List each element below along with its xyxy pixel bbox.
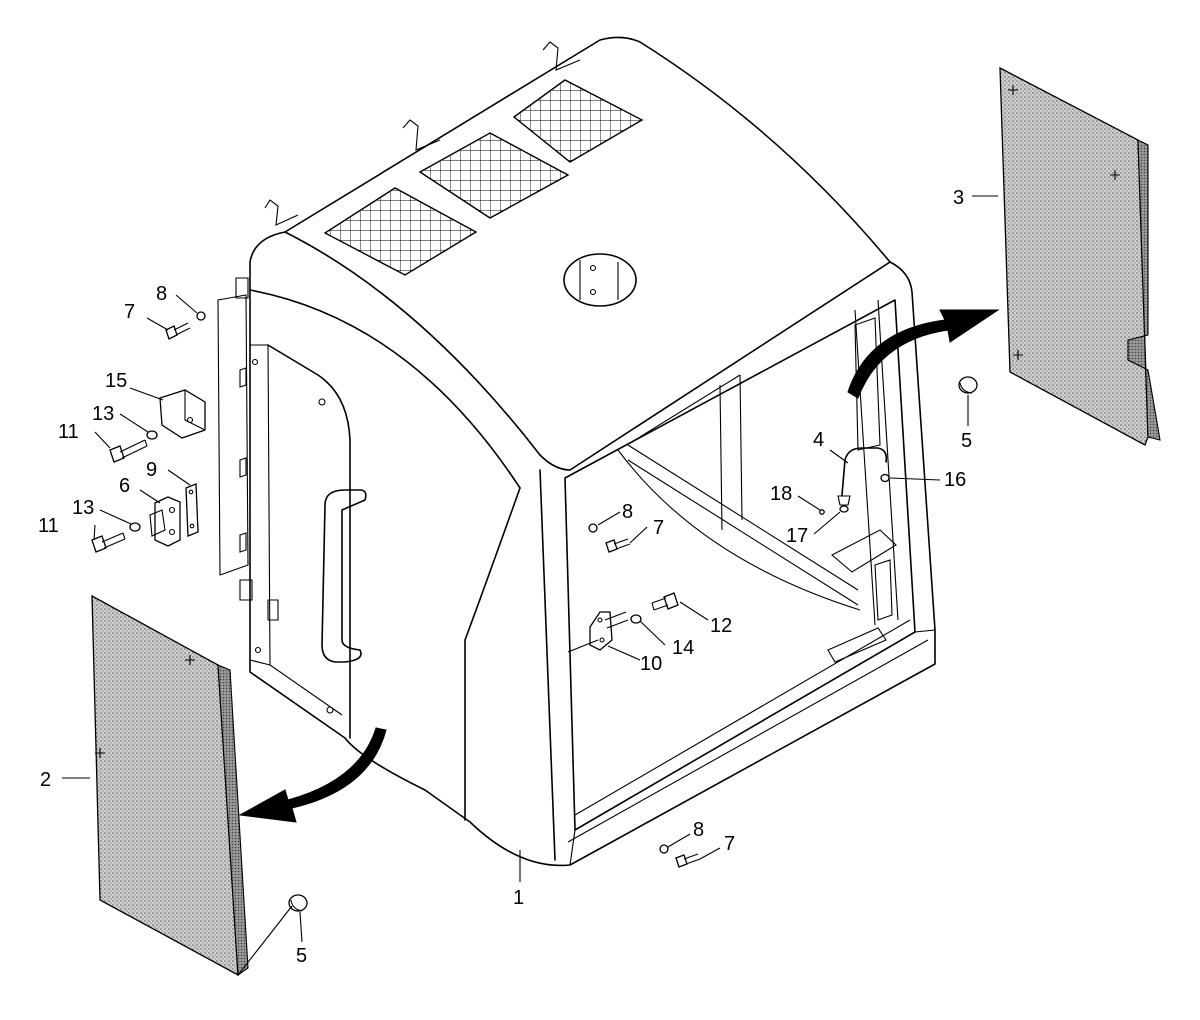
callout-7-upper-left: 7 xyxy=(124,301,135,323)
callout-9: 9 xyxy=(146,459,157,481)
callout-10: 10 xyxy=(640,653,662,675)
leader-lines xyxy=(62,195,998,976)
clip-16 xyxy=(880,473,890,483)
nut-8-bottom xyxy=(659,844,669,854)
washer-17 xyxy=(839,505,849,513)
callout-11-upper: 11 xyxy=(58,421,79,443)
callout-6: 6 xyxy=(119,475,130,497)
fastener-5-left xyxy=(288,894,308,912)
pin-4 xyxy=(837,447,888,506)
callout-8-bottom: 8 xyxy=(693,819,704,841)
washer-13-lower xyxy=(129,522,141,532)
plate-assembly xyxy=(217,294,249,576)
nut-8-middle xyxy=(588,523,598,533)
panel-2 xyxy=(91,594,249,977)
bolt-11-lower xyxy=(91,532,126,553)
callout-3: 3 xyxy=(953,187,964,209)
screw-7-bottom xyxy=(675,853,701,868)
cab-body xyxy=(235,36,936,867)
callout-4: 4 xyxy=(813,429,824,451)
callout-15: 15 xyxy=(105,370,127,392)
callout-1: 1 xyxy=(513,887,524,909)
callout-8-upper-left: 8 xyxy=(156,283,167,305)
callout-8-middle: 8 xyxy=(622,501,633,523)
callout-13-lower: 13 xyxy=(72,497,94,519)
callout-5-left: 5 xyxy=(296,945,307,967)
callout-5-right: 5 xyxy=(961,430,972,452)
washer-13-upper xyxy=(146,430,158,440)
callout-7-middle: 7 xyxy=(653,517,664,539)
bolt-12 xyxy=(651,592,679,611)
arrow-to-panel-2 xyxy=(238,727,387,823)
fastener-5-right xyxy=(958,376,978,394)
callout-14: 14 xyxy=(672,637,694,659)
screw-7-upper-left xyxy=(165,322,191,340)
bolt-11-upper xyxy=(109,439,148,463)
callout-12: 12 xyxy=(710,615,732,637)
plate-9 xyxy=(185,483,199,537)
screw-7-middle xyxy=(605,538,631,553)
callout-labels: 1 2 3 4 5 5 6 7 7 7 8 8 8 9 10 11 11 12 … xyxy=(38,187,972,967)
callout-13-upper: 13 xyxy=(92,403,114,425)
washer-14 xyxy=(630,614,642,624)
callout-18: 18 xyxy=(770,483,792,505)
striker-10 xyxy=(589,611,629,651)
callout-2: 2 xyxy=(40,769,51,791)
arrow-to-panel-3 xyxy=(847,309,1000,399)
callout-17: 17 xyxy=(786,525,808,547)
nut-8-upper-left xyxy=(196,311,206,321)
pin-18 xyxy=(819,509,825,515)
callout-7-bottom: 7 xyxy=(724,833,735,855)
latch-6 xyxy=(149,496,181,547)
panel-3 xyxy=(999,66,1161,446)
callout-11-lower: 11 xyxy=(38,515,59,537)
callout-16: 16 xyxy=(944,469,966,491)
bracket-15 xyxy=(159,389,206,439)
